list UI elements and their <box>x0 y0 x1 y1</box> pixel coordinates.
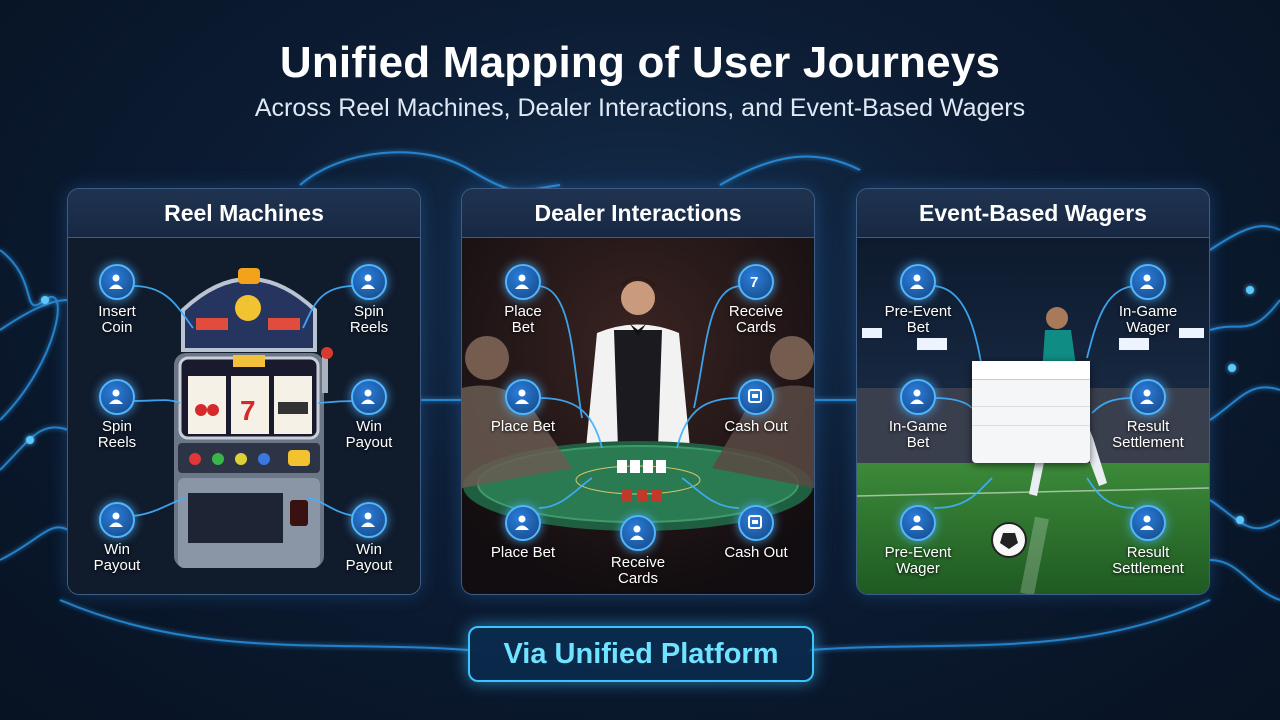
betting-slip-card <box>972 361 1090 463</box>
node-in-game-wager: In-Game Wager <box>1093 264 1203 336</box>
node-label: Cash Out <box>724 544 788 561</box>
node-label: Place Bet <box>504 303 542 336</box>
node-label: In-Game Wager <box>1118 303 1178 336</box>
node-place-bet-top: Place Bet <box>468 264 578 336</box>
user-icon <box>900 379 936 415</box>
node-win-payout-bottom-right: Win Payout <box>314 502 420 574</box>
node-label: Place Bet <box>490 418 556 435</box>
panel-title: Reel Machines <box>68 189 420 238</box>
user-icon <box>620 515 656 551</box>
panel-event-based-wagers: Event-Based Wagers <box>856 188 1210 595</box>
node-label: Receive Cards <box>610 554 666 587</box>
node-label: Result Settlement <box>1112 418 1184 451</box>
node-place-bet-bottom: Place Bet <box>468 505 578 561</box>
node-label: Spin Reels <box>97 418 137 451</box>
user-icon <box>505 505 541 541</box>
unified-platform-label: Via Unified Platform <box>468 626 814 682</box>
node-result-settlement-middle: Result Settlement <box>1093 379 1203 451</box>
seven-icon: 7 <box>738 264 774 300</box>
user-icon <box>505 264 541 300</box>
user-icon <box>351 379 387 415</box>
node-label: In-Game Bet <box>888 418 948 451</box>
node-label: Spin Reels <box>349 303 389 336</box>
user-icon <box>1130 379 1166 415</box>
node-cash-out-bottom: Cash Out <box>701 505 811 561</box>
node-win-payout-bottom-left: Win Payout <box>68 502 172 574</box>
page-title: Unified Mapping of User Journeys <box>279 38 1001 87</box>
panel-title: Dealer Interactions <box>462 189 814 238</box>
node-spin-reels-top: Spin Reels <box>314 264 420 336</box>
node-label: Place Bet <box>490 544 556 561</box>
page-subtitle: Across Reel Machines, Dealer Interaction… <box>254 94 1026 122</box>
user-icon <box>99 264 135 300</box>
node-win-payout-right: Win Payout <box>314 379 420 451</box>
node-receive-cards-top: 7 Receive Cards <box>701 264 811 336</box>
node-label: Pre-Event Wager <box>884 544 952 577</box>
node-label: Win Payout <box>345 541 393 574</box>
node-cash-out-middle: Cash Out <box>701 379 811 435</box>
panel-dealer-interactions: Dealer Interactions <box>461 188 815 595</box>
node-spin-reels-left: Spin Reels <box>68 379 172 451</box>
user-icon <box>1130 505 1166 541</box>
panel-reel-machines: Reel Machines 7 <box>67 188 421 595</box>
panel-title: Event-Based Wagers <box>857 189 1209 238</box>
user-icon <box>351 264 387 300</box>
node-label: Receive Cards <box>728 303 784 336</box>
node-label: Pre-Event Bet <box>884 303 952 336</box>
node-in-game-bet: In-Game Bet <box>863 379 973 451</box>
user-icon <box>505 379 541 415</box>
cash-icon <box>738 379 774 415</box>
user-icon <box>99 502 135 538</box>
node-label: Result Settlement <box>1112 544 1184 577</box>
node-receive-cards-bottom: Receive Cards <box>583 515 693 587</box>
svg-text:7: 7 <box>240 395 256 426</box>
svg-text:7: 7 <box>750 274 758 290</box>
node-result-settlement-bottom: Result Settlement <box>1093 505 1203 577</box>
node-label: Insert Coin <box>98 303 136 336</box>
node-label: Cash Out <box>724 418 788 435</box>
node-insert-coin: Insert Coin <box>68 264 172 336</box>
user-icon <box>1130 264 1166 300</box>
user-icon <box>900 264 936 300</box>
node-label: Win Payout <box>345 418 393 451</box>
user-icon <box>99 379 135 415</box>
cash-icon <box>738 505 774 541</box>
node-pre-event-wager: Pre-Event Wager <box>863 505 973 577</box>
user-icon <box>351 502 387 538</box>
node-place-bet-middle: Place Bet <box>468 379 578 435</box>
node-pre-event-bet: Pre-Event Bet <box>863 264 973 336</box>
user-icon <box>900 505 936 541</box>
node-label: Win Payout <box>93 541 141 574</box>
